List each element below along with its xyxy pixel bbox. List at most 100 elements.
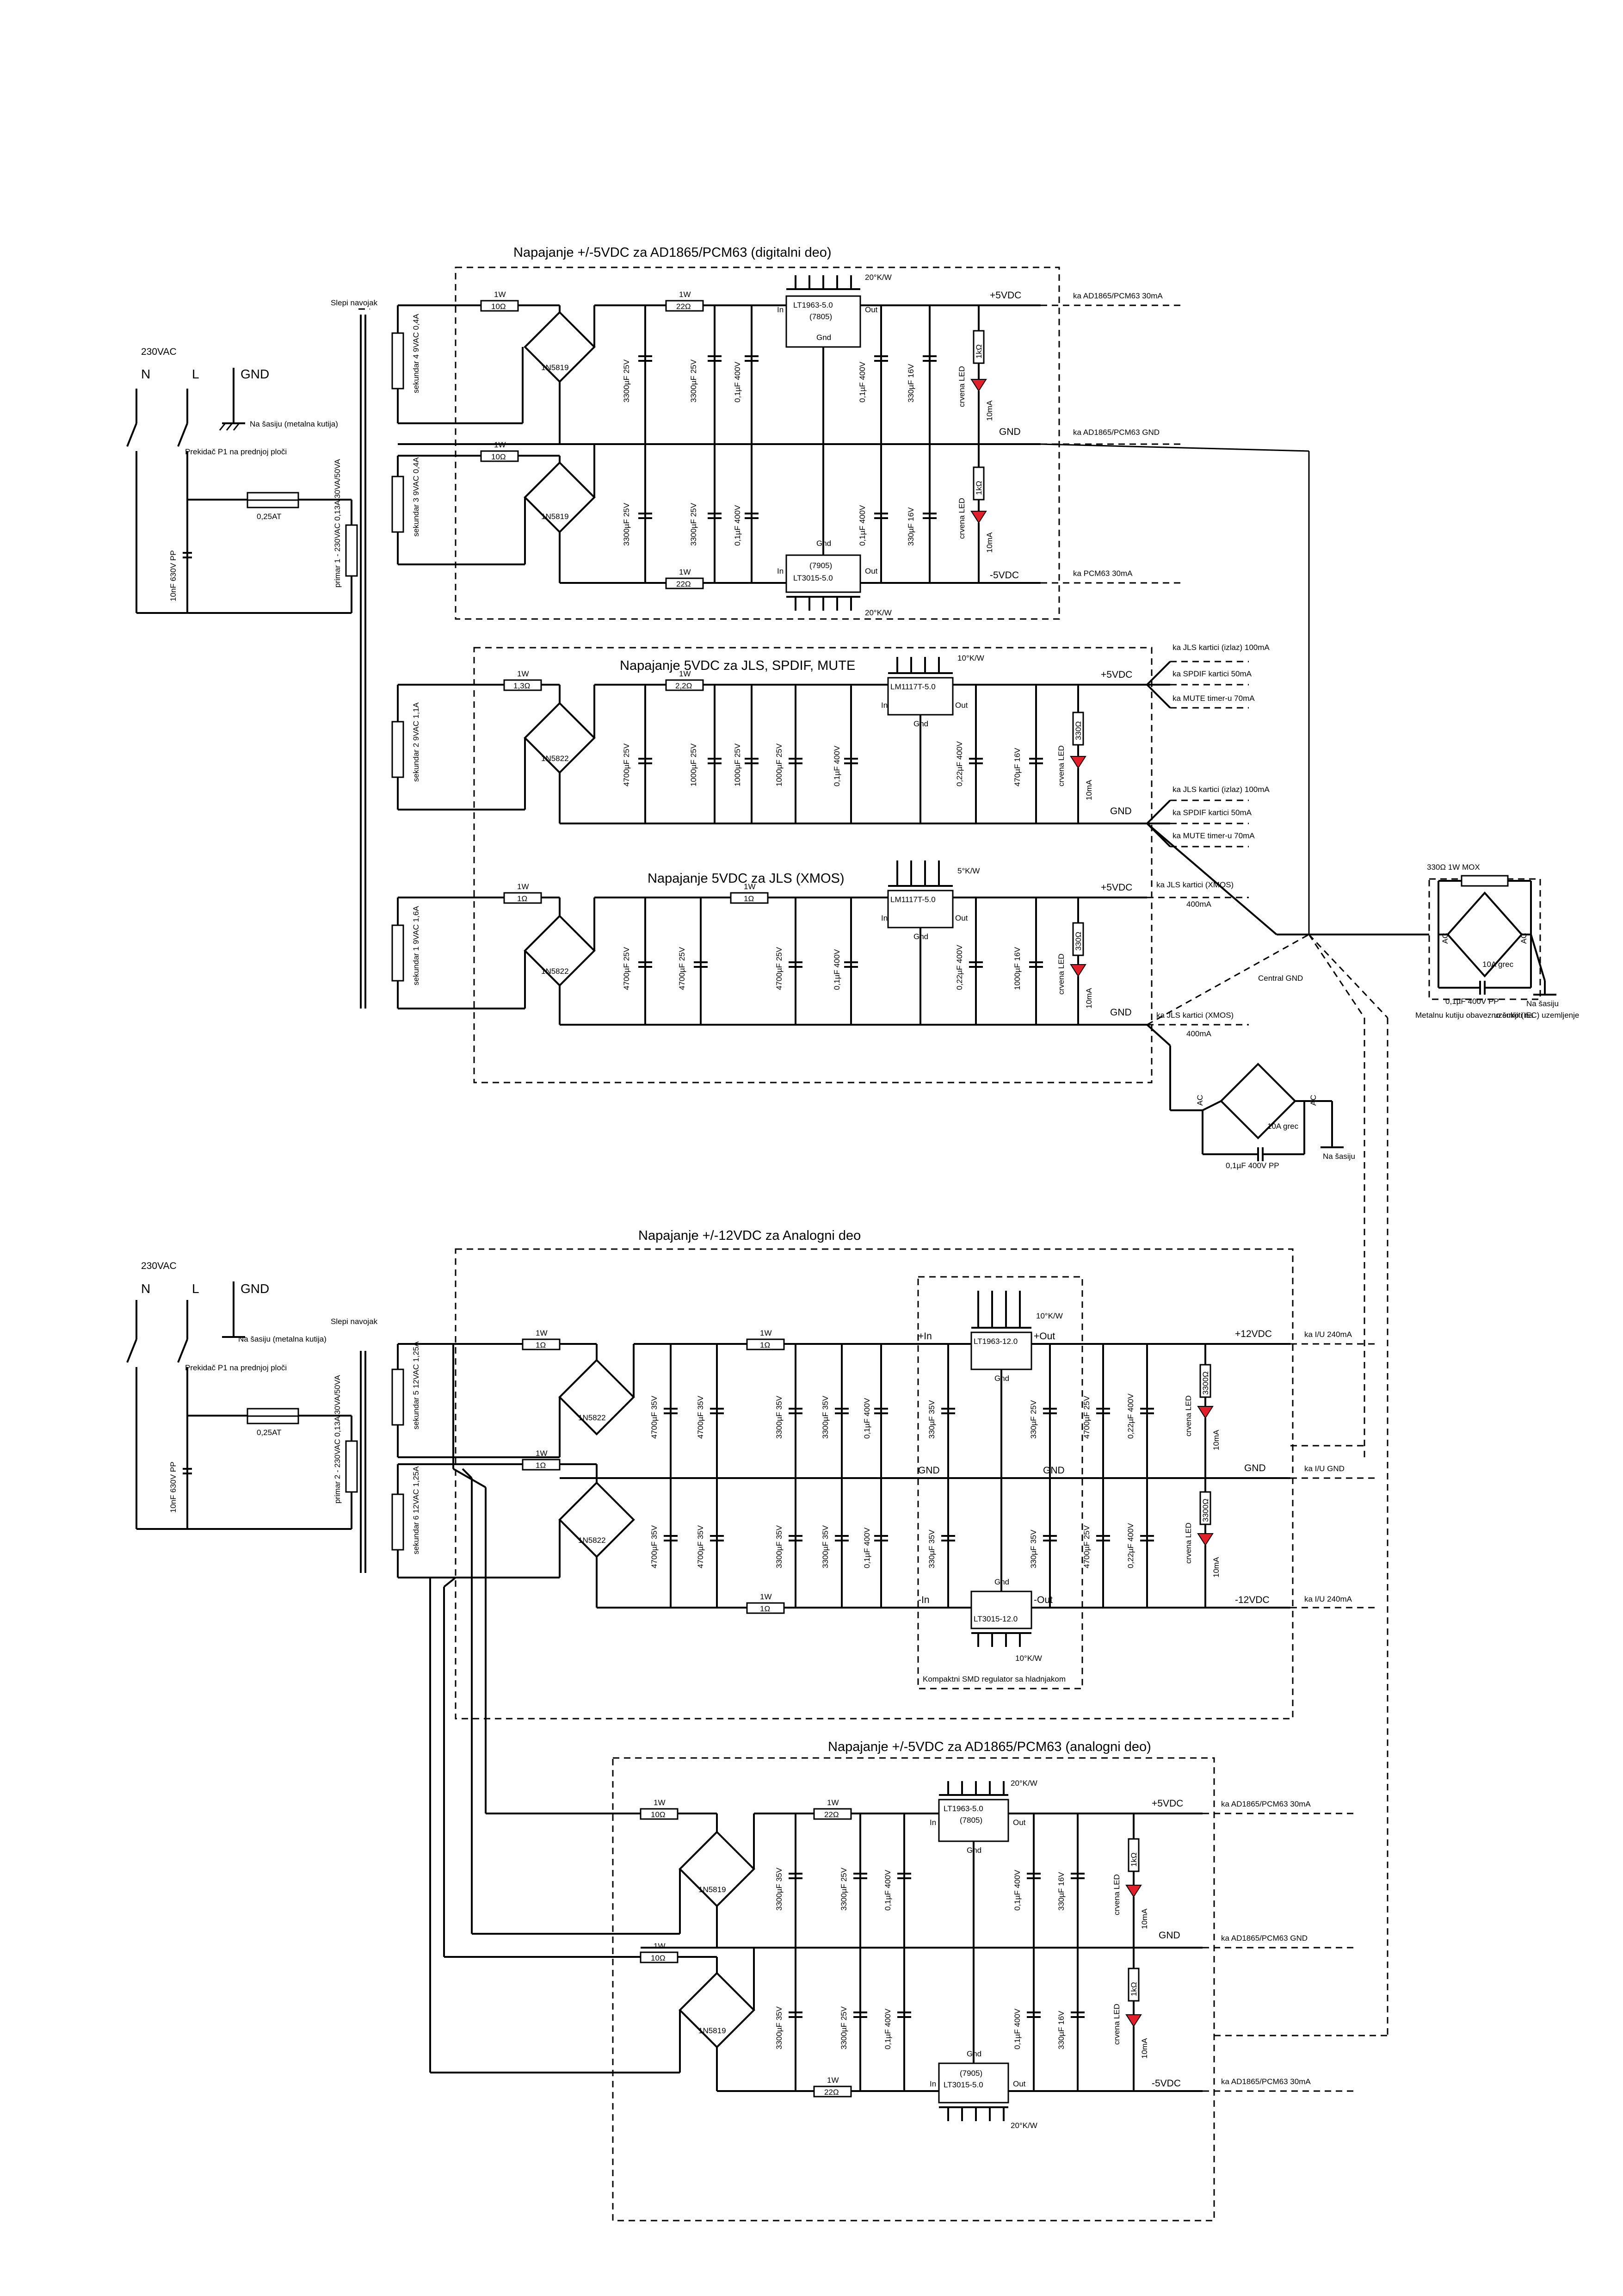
svg-text:4700µF 35V: 4700µF 35V (696, 1395, 705, 1439)
svg-text:4700µF 25V: 4700µF 25V (1082, 1395, 1091, 1439)
load-spdif: ka SPDIF kartici 50mA (1173, 669, 1252, 678)
svg-text:1N5819: 1N5819 (541, 512, 569, 521)
svg-text:0,1µF 400V: 0,1µF 400V (833, 949, 841, 990)
heatsink-icon (939, 2106, 1008, 2121)
svg-text:10mA: 10mA (985, 400, 994, 421)
svg-text:1N5822: 1N5822 (541, 754, 569, 763)
svg-text:20°K/W: 20°K/W (1011, 1779, 1037, 1788)
caps-negative-digital (638, 444, 937, 583)
load-ad-p5: ka AD1865/PCM63 30mA (1073, 291, 1163, 300)
svg-text:0,22µF 400V: 0,22µF 400V (955, 945, 964, 990)
svg-text:Gnd: Gnd (816, 333, 831, 342)
svg-text:In: In (930, 2079, 936, 2088)
svg-text:22Ω: 22Ω (676, 580, 691, 588)
svg-text:3300µF 35V: 3300µF 35V (775, 1525, 784, 1568)
svg-text:uzemljiti na: uzemljiti na (1494, 1011, 1534, 1020)
regulator-lt3015-5-analog (938, 2062, 1009, 2104)
svg-text:AC: AC (1309, 1095, 1318, 1106)
caps-p5-analog (789, 1813, 1085, 1948)
svg-text:LM1117T-5.0: LM1117T-5.0 (890, 895, 936, 904)
svg-text:10mA: 10mA (1140, 2038, 1149, 2059)
svg-text:20°K/W: 20°K/W (865, 273, 892, 282)
digital5-supply: sekundar 4 9VAC 0,4A 1W 10Ω 1N5819 1W 22… (391, 273, 1184, 617)
svg-text:1kΩ: 1kΩ (975, 481, 983, 495)
led-icon (970, 511, 987, 524)
svg-text:10°K/W: 10°K/W (1015, 1654, 1042, 1663)
svg-text:1,3Ω: 1,3Ω (513, 681, 530, 690)
caps-positive-digital (638, 305, 937, 444)
svg-text:1W: 1W (760, 1592, 772, 1601)
svg-text:-In: -In (918, 1595, 930, 1605)
label-fuse: 0,25AT (257, 512, 282, 521)
box-jls5 (473, 647, 1153, 1083)
led-icon (1125, 2014, 1142, 2027)
svg-text:(7805): (7805) (960, 1816, 982, 1825)
svg-text:Na šasiju (metalna kutija): Na šasiju (metalna kutija) (238, 1335, 327, 1343)
svg-text:330µF 16V: 330µF 16V (907, 507, 915, 546)
svg-text:1W: 1W (744, 882, 756, 891)
svg-text:1W: 1W (536, 1449, 548, 1458)
secondary-4-coil (391, 332, 404, 390)
svg-text:1N5819: 1N5819 (541, 363, 569, 372)
svg-text:4700µF 35V: 4700µF 35V (650, 1525, 659, 1568)
svg-text:Out: Out (1013, 1818, 1026, 1827)
svg-text:0,1µF 400V: 0,1µF 400V (858, 505, 867, 546)
svg-text:4700µF 35V: 4700µF 35V (650, 1395, 659, 1439)
svg-text:3300µF 35V: 3300µF 35V (775, 2006, 784, 2049)
label-sec1: sekundar 1 9VAC 1,6A (412, 906, 420, 985)
svg-text:crvena LED: crvena LED (957, 366, 966, 407)
svg-text:1000µF 25V: 1000µF 25V (775, 743, 784, 786)
led-icon (1197, 1533, 1214, 1546)
svg-text:10mA: 10mA (1212, 1557, 1221, 1578)
box-analog12 (455, 1248, 1294, 1720)
svg-text:10A grec: 10A grec (1482, 960, 1514, 969)
svg-text:0,1µF 400V: 0,1µF 400V (833, 745, 841, 786)
heatsink-icon (888, 860, 953, 887)
load-xmos-ma: 400mA (1186, 900, 1212, 909)
box-smd-regulator (917, 1276, 1083, 1690)
load-ad-p5-analog: ka AD1865/PCM63 30mA (1221, 1800, 1311, 1808)
svg-text:1W: 1W (494, 440, 506, 449)
svg-text:1Ω: 1Ω (536, 1461, 546, 1470)
svg-text:4700µF 25V: 4700µF 25V (622, 947, 631, 990)
label-sec6: sekundar 6 12VAC 1,25A (412, 1466, 420, 1554)
svg-text:0,1µF 400V PP: 0,1µF 400V PP (1445, 997, 1499, 1006)
svg-text:crvena LED: crvena LED (1112, 2004, 1121, 2045)
svg-text:3300µF 35V: 3300µF 35V (821, 1525, 830, 1568)
secondary-3-coil (391, 476, 404, 533)
svg-text:In: In (777, 305, 784, 314)
svg-text:(7905): (7905) (809, 561, 832, 570)
svg-text:+In: +In (918, 1331, 932, 1342)
svg-text:crvena LED: crvena LED (1057, 953, 1066, 995)
svg-text:1W: 1W (679, 568, 691, 576)
primary-2-coil (345, 1440, 358, 1493)
secondary-6-coil (391, 1493, 404, 1551)
svg-text:1N5822: 1N5822 (578, 1413, 606, 1422)
svg-text:1000µF 25V: 1000µF 25V (689, 743, 698, 786)
svg-text:330µF 16V: 330µF 16V (1057, 1872, 1066, 1911)
svg-text:470µF 16V: 470µF 16V (1013, 748, 1022, 786)
svg-text:330µF 16V: 330µF 16V (907, 364, 915, 402)
svg-text:AC: AC (1519, 933, 1528, 944)
load-spdif-gnd: ka SPDIF kartici 50mA (1173, 808, 1252, 817)
wiring-to-analog5 (429, 1344, 641, 2073)
caps-xmos (638, 897, 1043, 1025)
bridge-rectifier-icon (524, 461, 596, 533)
heatsink-icon (888, 657, 953, 674)
svg-text:In: In (930, 1818, 936, 1827)
label-shield-2: Slepi navojak (331, 1317, 378, 1326)
svg-text:crvena LED: crvena LED (1184, 1395, 1193, 1436)
svg-text:230VAC: 230VAC (141, 1261, 177, 1271)
led-icon (1070, 756, 1086, 769)
svg-text:330Ω: 330Ω (1074, 721, 1083, 740)
svg-text:L: L (192, 1281, 199, 1296)
svg-text:Metalnu kutiju obavezno šuko (: Metalnu kutiju obavezno šuko (IEC) uzeml… (1415, 1011, 1579, 1020)
svg-text:crvena LED: crvena LED (1184, 1522, 1193, 1564)
led-icon (1070, 964, 1086, 977)
rail-m12: -12VDC (1235, 1595, 1270, 1605)
svg-text:+Out: +Out (1034, 1331, 1055, 1342)
load-pcm-m5: ka PCM63 30mA (1073, 569, 1133, 578)
svg-text:1Ω: 1Ω (744, 894, 754, 903)
svg-text:1kΩ: 1kΩ (1129, 1852, 1138, 1867)
